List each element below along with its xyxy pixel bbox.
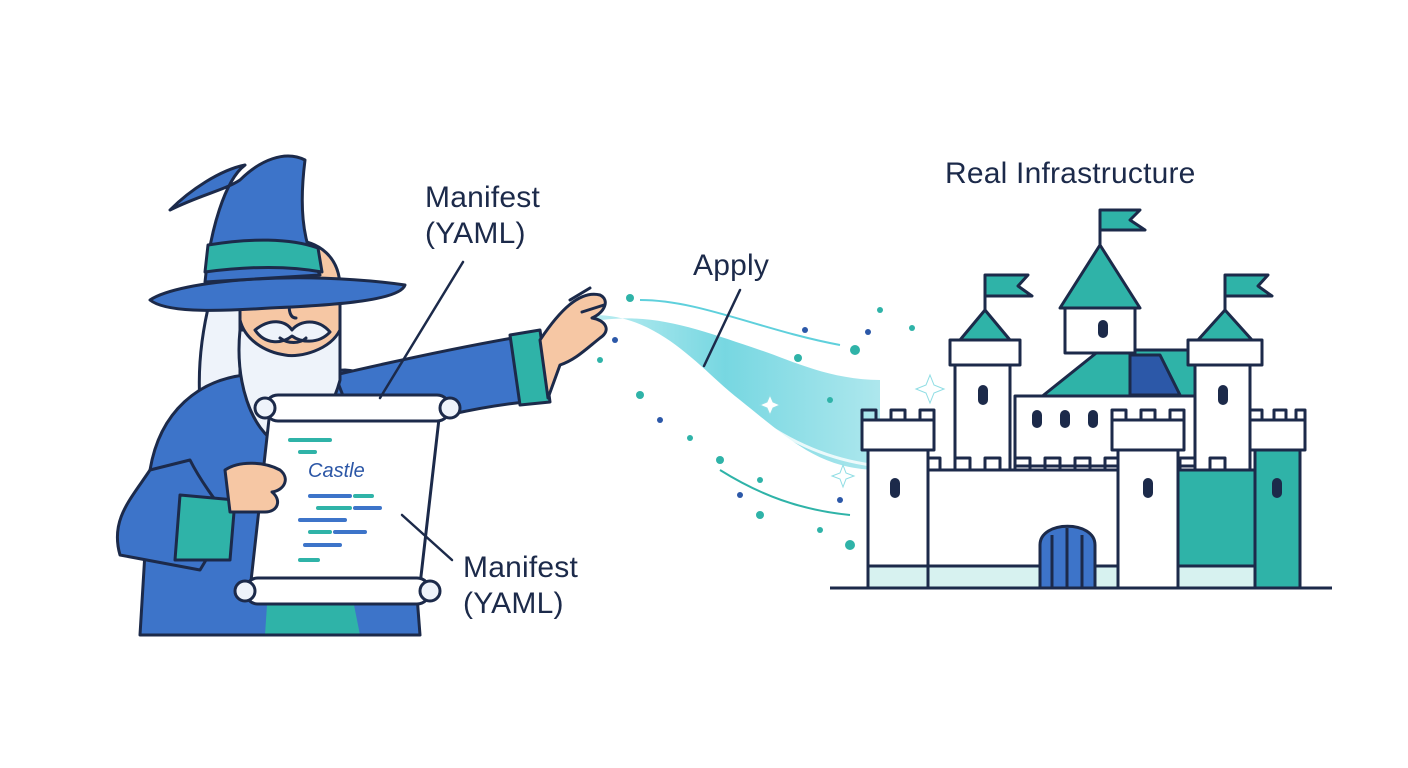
manifest-label-top: Manifest (YAML) <box>425 180 540 252</box>
scroll-icon <box>233 393 462 606</box>
manifest-label-top-line2: (YAML) <box>425 217 526 250</box>
apply-label: Apply <box>693 249 770 282</box>
flag-icon <box>1098 208 1147 232</box>
wizard-illustration <box>115 154 742 637</box>
castle-icon <box>830 208 1332 590</box>
manifest-label-top-line1: Manifest <box>425 181 540 214</box>
flag-icon <box>1223 273 1274 298</box>
flag-icon <box>983 273 1034 298</box>
manifest-label-bottom: Manifest (YAML) <box>463 550 578 622</box>
manifest-label-bottom-line2: (YAML) <box>463 587 564 620</box>
real-infrastructure-label: Real Infrastructure <box>945 157 1196 190</box>
magic-stream-icon <box>570 294 946 550</box>
manifest-label-bottom-line1: Manifest <box>463 551 578 584</box>
scroll-title: Castle <box>308 460 365 482</box>
